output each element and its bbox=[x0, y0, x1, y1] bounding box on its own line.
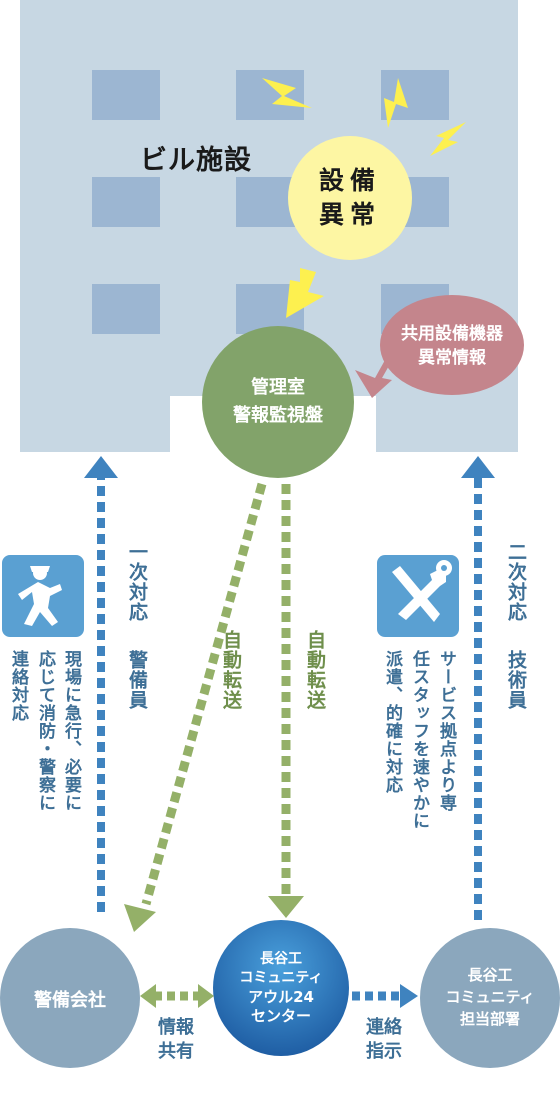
auto-transfer-right-label: 自動転送 bbox=[304, 630, 326, 710]
info-share-label: 情報 共有 bbox=[158, 1017, 194, 1062]
control-room-label: 管理室 警報監視盤 bbox=[233, 377, 323, 426]
bolt-icon bbox=[262, 78, 312, 108]
auto-transfer-left-label: 自動転送 bbox=[220, 630, 242, 710]
wrench-screwdriver-icon bbox=[377, 555, 459, 637]
secondary-desc-col2: 任スタッフを速やかに bbox=[409, 650, 429, 830]
primary-arrow-head bbox=[84, 456, 118, 478]
yellow-arrow bbox=[286, 268, 324, 318]
primary-desc-col3: 連絡対応 bbox=[8, 650, 28, 722]
info-share-head-left bbox=[140, 984, 156, 1008]
contact-instruct-head bbox=[400, 984, 418, 1008]
secondary-role: 技術員 bbox=[505, 650, 527, 710]
primary-desc-col1: 現場に急行、必要に bbox=[61, 650, 81, 812]
bolt-icon bbox=[384, 78, 408, 128]
shared-equipment-blob bbox=[380, 295, 524, 395]
running-guard-icon bbox=[2, 555, 84, 637]
department-circle bbox=[420, 928, 560, 1068]
security-company-label: 警備会社 bbox=[34, 990, 106, 1011]
secondary-desc-col1: サービス拠点より専 bbox=[436, 650, 456, 812]
contact-instruct-label: 連絡 指示 bbox=[366, 1017, 402, 1062]
lightning-bolt-icons bbox=[262, 78, 466, 156]
primary-role: 警備員 bbox=[126, 650, 148, 710]
secondary-desc-col3: 派遣、的確に対応 bbox=[382, 650, 402, 794]
control-room-circle bbox=[202, 326, 354, 478]
primary-title: 一次対応 bbox=[126, 542, 148, 622]
primary-desc-col2: 応じて消防・警察に bbox=[35, 650, 55, 812]
auto-transfer-right-head bbox=[268, 896, 304, 918]
security-company-circle bbox=[0, 928, 140, 1068]
owl24-center-circle bbox=[213, 920, 349, 1056]
auto-transfer-left-head bbox=[124, 904, 156, 932]
department-label: 長谷工 コミュニティ 担当部署 bbox=[445, 966, 535, 1028]
anomaly-label: 設備 異常 bbox=[318, 166, 381, 229]
building-label: ビル施設 bbox=[140, 145, 252, 176]
auto-transfer-left-line bbox=[141, 482, 267, 906]
secondary-title: 二次対応 bbox=[505, 542, 527, 622]
info-share-head-right bbox=[198, 984, 214, 1008]
secondary-arrow-head bbox=[461, 456, 495, 478]
bolt-icon bbox=[430, 122, 466, 156]
shared-equipment-label: 共用設備機器 異常情報 bbox=[401, 324, 503, 368]
rose-arrow bbox=[355, 360, 392, 398]
anomaly-circle bbox=[288, 136, 412, 260]
owl24-center-label: 長谷工 コミュニティ アウル24 センター bbox=[239, 951, 323, 1025]
